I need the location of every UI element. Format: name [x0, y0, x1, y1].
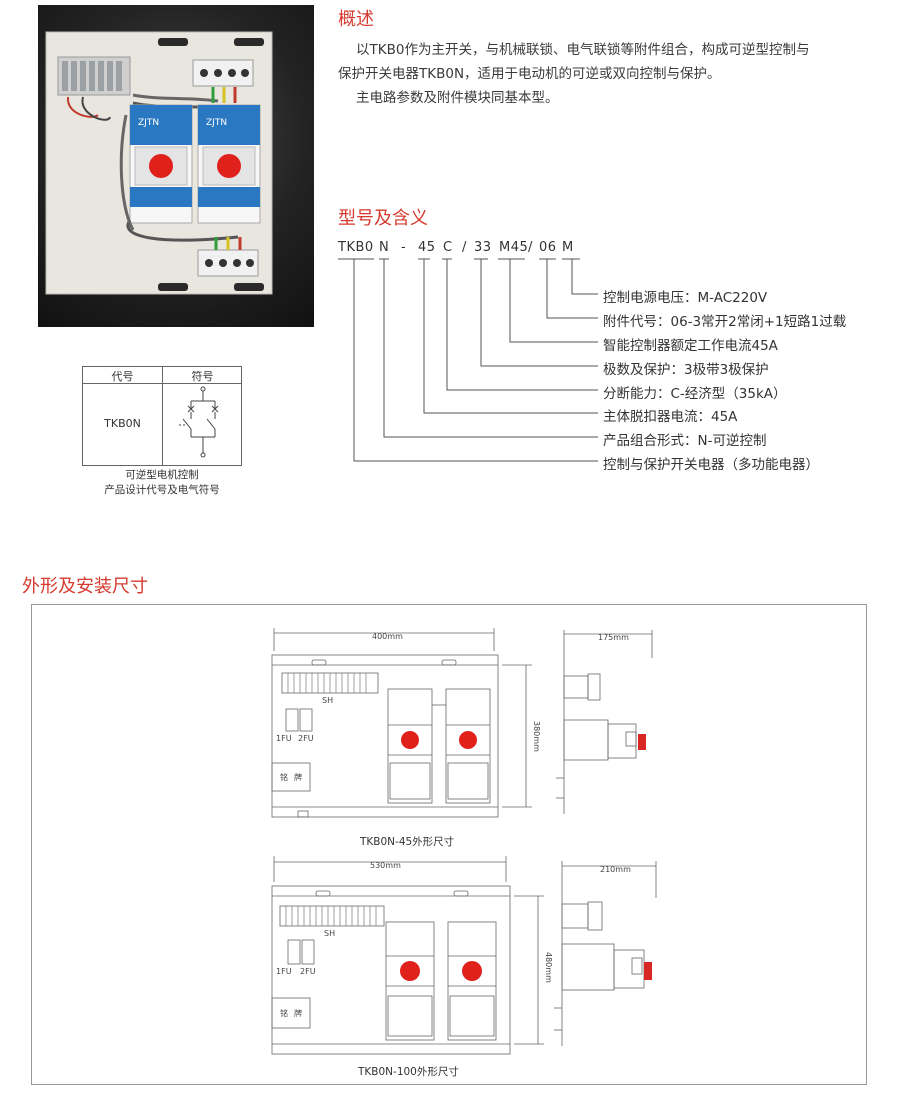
drawing-100-nameplate-2: 牌	[294, 1008, 302, 1018]
overview-line-3: 主电路参数及附件模块同基本型。	[356, 90, 559, 106]
drawing-45-sh-label: SH	[322, 696, 333, 705]
electrical-symbol-icon	[179, 386, 219, 458]
drawing-45-caption: TKB0N-45外形尺寸	[360, 836, 455, 848]
drawing-100-side-view: 210mm	[554, 861, 657, 1046]
model-desc-8: 控制与保护开关电器（多功能电器）	[603, 457, 819, 473]
drawing-100-nameplate-1: 铭	[280, 1008, 288, 1018]
model-part-m45: M45	[499, 240, 529, 255]
symbol-table: 代号 符号 TKB0N	[82, 366, 242, 466]
symbol-caption-2: 产品设计代号及电气符号	[104, 484, 220, 496]
model-desc-1: 控制电源电压：M-AC220V	[603, 290, 768, 306]
model-part-45: 45	[418, 240, 436, 255]
model-part-slash1: /	[462, 240, 467, 255]
model-desc-5: 分断能力：C-经济型（35kA）	[603, 386, 787, 402]
model-title: 型号及含义	[338, 208, 428, 229]
drawing-45-fu1-label: 1FU	[276, 734, 292, 743]
col-symbol-header: 符号	[191, 370, 214, 383]
model-part-slash2: /	[528, 240, 533, 255]
drawing-45-nameplate-2: 牌	[294, 772, 302, 782]
brand-logo-left: ZJTN	[138, 118, 159, 128]
model-desc-2: 附件代号：06-3常开2常闭+1短路1过载	[603, 314, 847, 330]
symbol-caption-1: 可逆型电机控制	[125, 469, 199, 481]
model-part-tkb0: TKB0	[338, 240, 374, 255]
drawing-45-depth-label: 175mm	[598, 633, 629, 642]
model-desc-4: 极数及保护：3极带3极保护	[603, 362, 769, 378]
model-part-dash: -	[401, 240, 407, 255]
dimensions-frame	[31, 604, 867, 1085]
drawing-100-fu2-label: 2FU	[300, 967, 316, 976]
model-desc-6: 主体脱扣器电流：45A	[603, 409, 738, 425]
drawing-100-depth-label: 210mm	[600, 865, 631, 874]
drawing-45-fu2-label: 2FU	[298, 734, 314, 743]
model-part-n: N	[379, 240, 390, 255]
drawing-45-height-label: 380mm	[532, 721, 541, 752]
model-desc-7: 产品组合形式：N-可逆控制	[603, 433, 767, 449]
drawing-45-width-label: 400mm	[372, 632, 403, 641]
drawing-45-side-view: 175mm	[556, 630, 653, 814]
drawing-100-caption: TKB0N-100外形尺寸	[358, 1066, 459, 1078]
model-desc-3: 智能控制器额定工作电流45A	[603, 338, 778, 354]
drawing-100-width-label: 530mm	[370, 861, 401, 870]
drawing-45-nameplate-1: 铭	[280, 772, 288, 782]
drawing-100-height-label: 480mm	[544, 952, 552, 983]
model-leader-lines	[338, 258, 598, 462]
overview-line-2: 保护开关电器TKB0N，适用于电动机的可逆或双向控制与保护。	[338, 66, 721, 82]
code-value: TKB0N	[104, 417, 141, 430]
model-part-06: 06	[539, 240, 557, 255]
model-part-33: 33	[474, 240, 492, 255]
overview-title: 概述	[338, 9, 374, 30]
model-part-c: C	[443, 240, 453, 255]
drawing-100-front-view: 530mm SH 1FU 2FU 铭 牌 480mm	[271, 856, 552, 1055]
product-photo-drawing: ZJTN ZJTN	[45, 31, 273, 295]
model-part-m: M	[562, 240, 574, 255]
col-code-header: 代号	[111, 370, 134, 383]
dimensions-title: 外形及安装尺寸	[22, 576, 148, 597]
drawing-100-fu1-label: 1FU	[276, 967, 292, 976]
brand-logo-right: ZJTN	[206, 118, 227, 128]
drawing-100-sh-label: SH	[324, 929, 335, 938]
drawing-45-front-view: 400mm SH 1FU 2FU 铭 牌 380mm	[271, 628, 541, 818]
product-photo: ZJTN ZJTN	[38, 5, 314, 327]
overview-line-1: 以TKB0作为主开关，与机械联锁、电气联锁等附件组合，构成可逆型控制与	[356, 42, 810, 58]
